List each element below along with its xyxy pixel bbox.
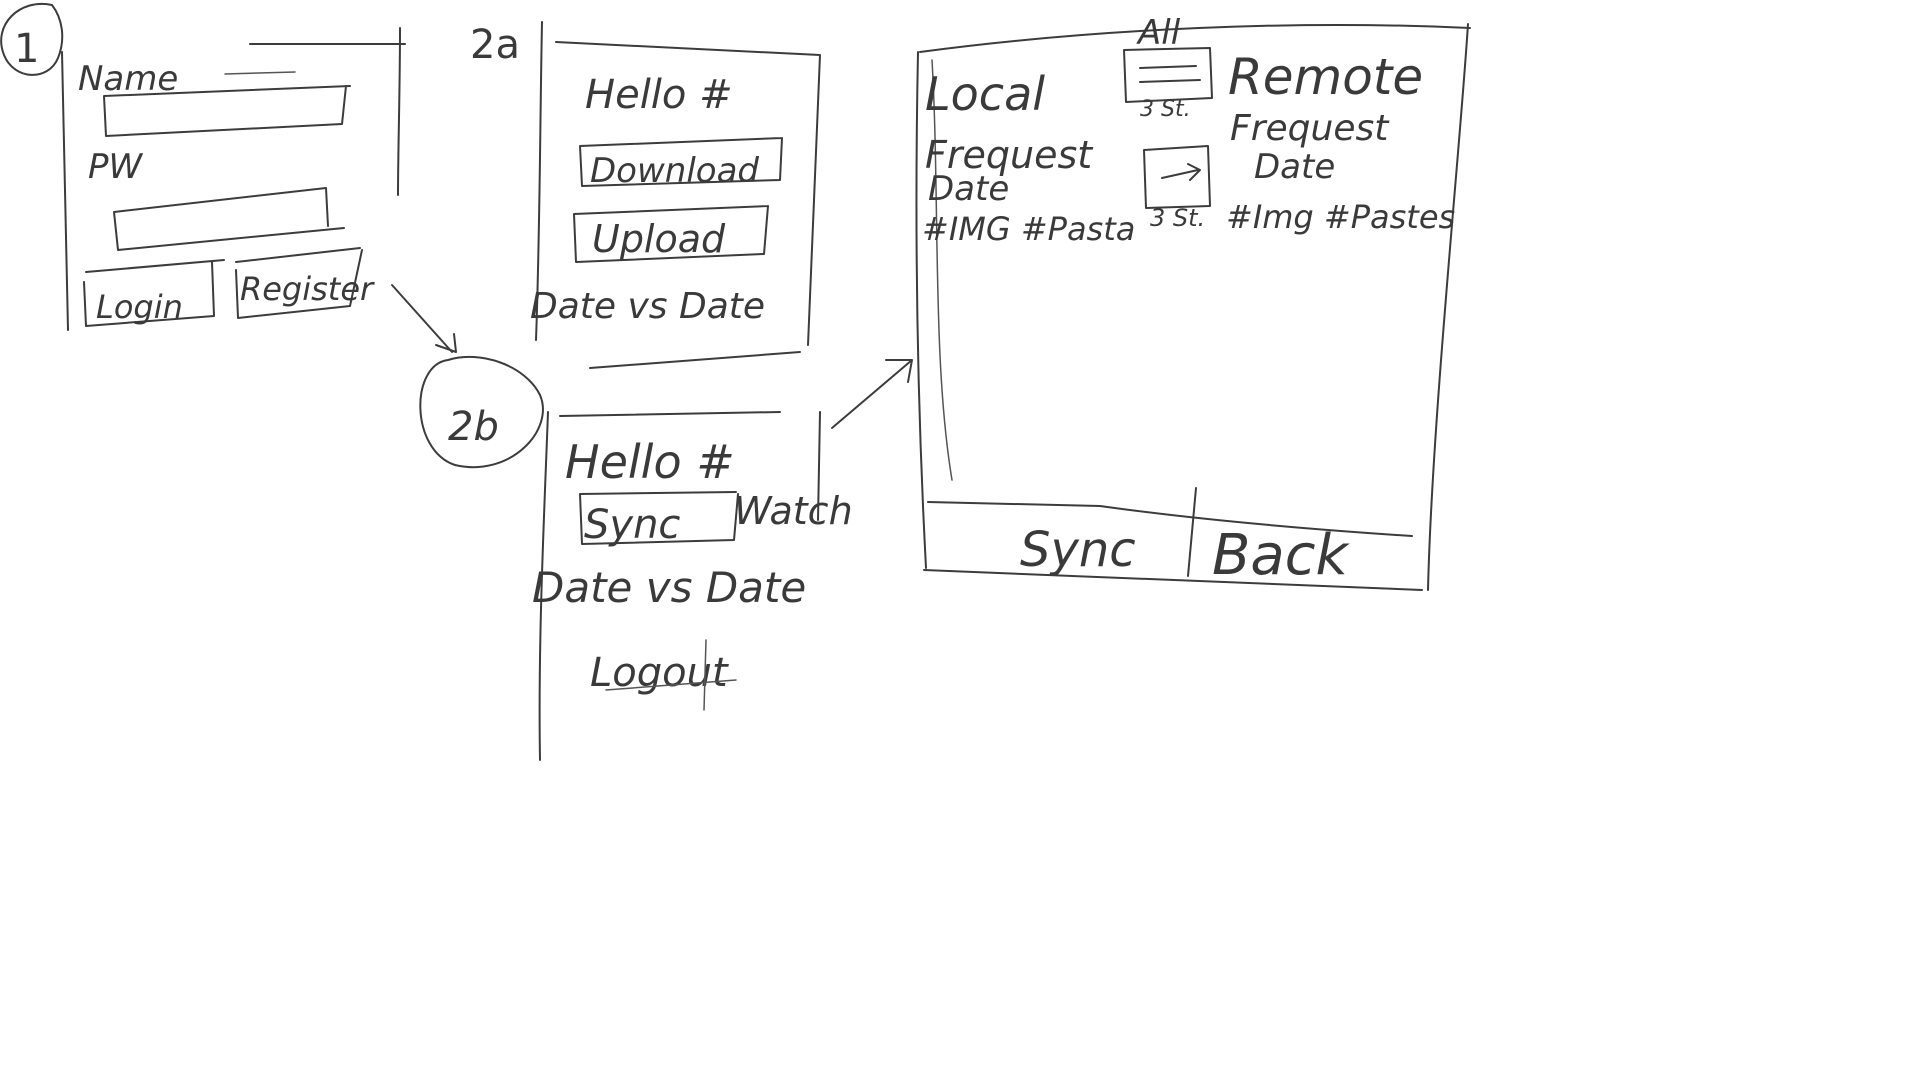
arrow-sync-to-3 — [831, 359, 913, 429]
download-button-box — [579, 137, 783, 187]
screen-3-inner-line — [931, 59, 953, 481]
register-button[interactable]: Register — [240, 270, 375, 308]
register-button-box — [235, 247, 363, 319]
remote-label: Remote — [1228, 48, 1423, 106]
remote-date: Date — [1254, 147, 1335, 187]
login-button-box — [83, 259, 225, 327]
download-button[interactable]: Download — [590, 151, 759, 191]
remote-frequest: Frequest — [1230, 108, 1390, 149]
local-label: Local — [925, 67, 1045, 121]
pw-input[interactable] — [113, 187, 345, 251]
local-counts: #IMG #Pasta — [922, 210, 1135, 248]
name-label: Name — [78, 59, 178, 99]
screen-2b-frame — [538, 411, 821, 761]
screen-2a-frame — [535, 21, 821, 369]
greeting-2a: Hello # — [585, 72, 733, 118]
marker-circle-2b — [419, 355, 544, 468]
screen-3-sync: Local All 3 St. Remote Frequest Date #IM… — [915, 13, 1471, 591]
marker-1: 1 — [14, 26, 39, 72]
date-compare-2b: Date vs Date — [532, 563, 806, 612]
local-frequest: Frequest — [925, 133, 1094, 177]
sync-button-box — [579, 491, 739, 545]
upload-button[interactable]: Upload — [592, 217, 726, 261]
logout-underline — [605, 639, 737, 711]
marker-2b: 2b — [448, 404, 499, 450]
sync-all-button[interactable] — [1123, 47, 1213, 103]
sync-button-2b[interactable]: Sync — [584, 502, 680, 548]
remote-counts: #Img #Pastes — [1226, 198, 1455, 236]
marker-circle-1 — [0, 2, 64, 76]
login-button[interactable]: Login — [96, 288, 183, 326]
screen-1-frame — [61, 27, 406, 331]
pw-label: PW — [88, 147, 144, 187]
sync-one-count: 3 St. — [1150, 204, 1205, 232]
back-button[interactable]: Back — [1212, 523, 1351, 588]
bottom-bar — [927, 487, 1413, 577]
sync-all-count: 3 St. — [1140, 97, 1191, 122]
local-date: Date — [928, 169, 1009, 209]
date-compare-2a: Date vs Date — [530, 286, 765, 327]
screen-1-login: 1 Name PW Login Register — [0, 2, 457, 353]
name-underline — [224, 71, 296, 75]
sync-button-3[interactable]: Sync — [1020, 522, 1136, 578]
screen-2b: 2b Hello # Sync Watch Date vs Date Logou… — [419, 355, 913, 761]
upload-button-box — [573, 205, 769, 263]
watch-label: Watch — [734, 489, 853, 533]
all-label: All — [1136, 13, 1181, 53]
marker-2a: 2a — [470, 22, 520, 68]
greeting-2b: Hello # — [565, 435, 735, 489]
screen-2a: 2a Hello # Download Upload Date vs Date — [470, 21, 821, 369]
sync-one-button[interactable] — [1143, 145, 1211, 209]
name-input[interactable] — [103, 85, 351, 137]
arrow-login-to-2b — [391, 284, 457, 353]
screen-3-frame — [915, 23, 1471, 591]
